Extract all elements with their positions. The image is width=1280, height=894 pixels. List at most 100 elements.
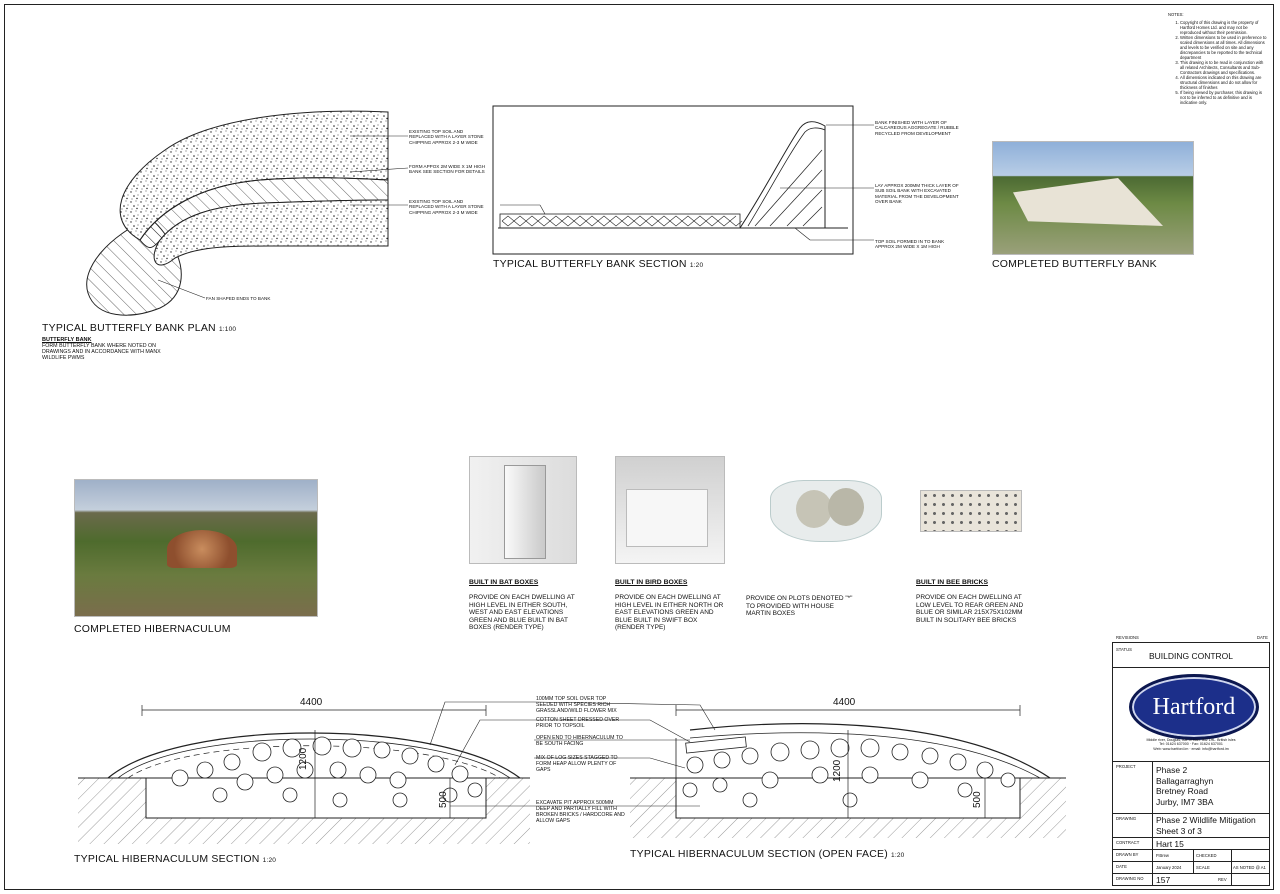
hib-section-title: TYPICAL HIBERNACULUM SECTION 1:20: [74, 853, 276, 865]
section-label-finish: BANK FINISHED WITH LAYER OF CALCAREOUS A…: [875, 120, 959, 136]
nest-cup-icon: [796, 490, 832, 528]
butterfly-bank-caption: COMPLETED BUTTERFLY BANK: [992, 258, 1157, 270]
project-line: Ballagarraghyn: [1156, 775, 1214, 786]
notes-heading: NOTES:: [1168, 12, 1184, 17]
plan-notes-heading: BUTTERFLY BANK: [42, 337, 92, 343]
hib-height-dim: 1200: [298, 747, 309, 770]
hib-depth-dim: 500: [438, 791, 449, 808]
product-bee-brick: BUILT IN BEE BRICKS PROVIDE ON EACH DWEL…: [916, 579, 1028, 624]
hib-open-scale: 1:20: [891, 852, 905, 859]
house-martin-image: [760, 470, 890, 565]
logo-row: Hartford Middle river, Douglas, Isle of …: [1113, 667, 1269, 762]
product-text: PROVIDE ON EACH DWELLING AT HIGH LEVEL I…: [615, 594, 724, 632]
note-item: Copyright of this drawing is the propert…: [1180, 20, 1268, 35]
contract-value: Hart 15: [1156, 839, 1184, 849]
revisions-date-label: DATE: [1257, 635, 1268, 640]
hartford-logo-text: Hartford: [1152, 693, 1236, 720]
drawn-label: DRAWN BY: [1116, 852, 1139, 857]
drawing-line: Phase 2 Wildlife Mitigation: [1156, 815, 1256, 825]
bat-box-image: [469, 456, 577, 564]
status-label: STATUS: [1116, 647, 1132, 652]
plan-notes-text: FORM BUTTERFLY BANK WHERE NOTED ON DRAWI…: [42, 343, 161, 361]
plan-label-topsoil-1: EXISTING TOP SOIL AND REPLACED WITH A LA…: [409, 129, 484, 145]
drawing-line: Sheet 3 of 3: [1156, 825, 1202, 836]
hib-open-depth-dim: 500: [972, 791, 983, 808]
hib-width-dim: 4400: [300, 697, 323, 708]
drawing-label: DRAWING: [1116, 816, 1137, 821]
drawing-row: DRAWING Phase 2 Wildlife Mitigation Shee…: [1113, 813, 1269, 838]
note-item: Written dimensions to be used in prefere…: [1180, 35, 1268, 60]
number-row: DRAWING No 157 REV: [1113, 873, 1269, 886]
hib-label-logs: MIX OF LOG SIZES STAGGED TO FORM HEAP AL…: [536, 755, 618, 773]
project-line: Bretney Road: [1156, 786, 1208, 796]
scale-value: AS NOTED @ A1: [1233, 865, 1266, 870]
checked-label: CHECKED: [1196, 853, 1217, 858]
bank-section-scale: 1:20: [689, 262, 704, 269]
scale-label: SCALE: [1196, 865, 1210, 870]
date-row-label: DATE: [1116, 864, 1127, 869]
hartford-logo: Hartford: [1129, 674, 1259, 740]
hib-label-cotton: COTTON SHEET DRESSED OVER PRIOR TO TOPSO…: [536, 717, 620, 729]
butterfly-bank-photo: [992, 141, 1194, 255]
number-label: DRAWING No: [1116, 876, 1144, 881]
plan-label-topsoil-2: EXISTING TOP SOIL AND REPLACED WITH A LA…: [409, 199, 484, 215]
nest-cup-icon: [828, 488, 864, 526]
hib-open-width-dim: 4400: [833, 697, 856, 708]
drawing-frame: [4, 4, 1274, 890]
plan-title: TYPICAL BUTTERFLY BANK PLAN 1:100: [42, 322, 236, 334]
note-item: This drawing is to be read in conjunctio…: [1180, 60, 1268, 75]
section-label-layer: LAY APPROX 200mm THICK LAYER OF SUB SOIL…: [875, 183, 959, 205]
drawing-value: Phase 2 Wildlife Mitigation Sheet 3 of 3: [1156, 815, 1256, 836]
company-address: Middle river, Douglas, Isle of Man. IM2 …: [1113, 738, 1269, 751]
plan-title-text: TYPICAL BUTTERFLY BANK PLAN: [42, 322, 216, 334]
hib-open-title-text: TYPICAL HIBERNACULUM SECTION (OPEN FACE): [630, 848, 888, 860]
hib-section-scale: 1:20: [262, 857, 277, 864]
bat-box-shape: [504, 465, 546, 559]
note-item: If being viewed by purchaser, this drawi…: [1180, 90, 1268, 105]
address-line: Middle river, Douglas, Isle of Man. IM2 …: [1146, 738, 1236, 742]
product-text: PROVIDE ON EACH DWELLING AT LOW LEVEL TO…: [916, 594, 1024, 624]
product-heading: BUILT IN BEE BRICKS: [916, 579, 988, 586]
bird-box-image: [615, 456, 725, 564]
hib-section-title-text: TYPICAL HIBERNACULUM SECTION: [74, 853, 260, 865]
product-house-martin: PROVIDE ON PLOTS DENOTED "*" TO PROVIDED…: [746, 595, 858, 618]
drawn-value: P.Brew: [1156, 853, 1169, 858]
hib-label-open-end: OPEN END TO HIBERNACULUM TO BE SOUTH FAC…: [536, 735, 623, 747]
product-text: PROVIDE ON EACH DWELLING AT HIGH LEVEL I…: [469, 594, 575, 632]
bank-mound-shape: [1013, 178, 1163, 226]
bank-section-title-text: TYPICAL BUTTERFLY BANK SECTION: [493, 258, 687, 270]
date-value: January 2024: [1156, 865, 1182, 870]
product-bird-box: BUILT IN BIRD BOXES PROVIDE ON EACH DWEL…: [615, 579, 725, 632]
product-bat-box: BUILT IN BAT BOXES PROVIDE ON EACH DWELL…: [469, 579, 579, 632]
hib-open-title: TYPICAL HIBERNACULUM SECTION (OPEN FACE)…: [630, 848, 904, 860]
plan-scale: 1:100: [218, 326, 237, 333]
note-item: All dimensions indicated on this drawing…: [1180, 75, 1268, 90]
status-value: BUILDING CONTROL: [1148, 651, 1234, 661]
project-row: PROJECT Phase 2 Ballagarraghyn Bretney R…: [1113, 761, 1269, 814]
hib-label-pit: EXCAVATE PIT APPROX 500mm DEEP AND PARTI…: [536, 800, 625, 824]
plan-label-fan: FAN SHAPED ENDS TO BANK: [206, 296, 271, 301]
bank-section-title: TYPICAL BUTTERFLY BANK SECTION 1:20: [493, 258, 703, 270]
hibernaculum-photo: [74, 479, 318, 617]
notes-list: Copyright of this drawing is the propert…: [1168, 20, 1268, 105]
contract-row: CONTRACT Hart 15: [1113, 837, 1269, 850]
revisions-label: REVISIONS: [1116, 635, 1139, 640]
section-label-topsoil: TOP SOIL FORMED IN TO BANK APPROX 2m WID…: [875, 239, 945, 250]
contract-label: CONTRACT: [1116, 840, 1140, 845]
project-line: Jurby, IM7 3BA: [1156, 796, 1214, 807]
web-line: Web: www.hartford.im · email: info@hartf…: [1153, 746, 1229, 751]
title-block: STATUS BUILDING CONTROL Hartford Middle …: [1112, 642, 1270, 886]
hib-open-height-dim: 1200: [832, 759, 843, 782]
rev-label: REV: [1218, 877, 1227, 882]
hib-label-topsoil: 100mm TOP SOIL OVER TOP SEEDED WITH SPEC…: [536, 696, 617, 714]
date-row: DATE January 2024 SCALE AS NOTED @ A1: [1113, 861, 1269, 874]
tel-line: Tel: 01624 637000 · Fax: 01624 637001: [1159, 742, 1223, 747]
hibernaculum-caption: COMPLETED HIBERNACULUM: [74, 623, 231, 635]
bee-brick-image: [916, 480, 1026, 550]
log-pile-shape: [167, 530, 237, 568]
notes-panel: NOTES: Copyright of this drawing is the …: [1168, 12, 1268, 105]
product-text: PROVIDE ON PLOTS DENOTED "*" TO PROVIDED…: [746, 595, 853, 618]
number-value: 157: [1156, 875, 1171, 885]
product-heading: BUILT IN BIRD BOXES: [615, 579, 688, 586]
plan-notes: BUTTERFLY BANK FORM BUTTERFLY BANK WHERE…: [42, 337, 162, 361]
